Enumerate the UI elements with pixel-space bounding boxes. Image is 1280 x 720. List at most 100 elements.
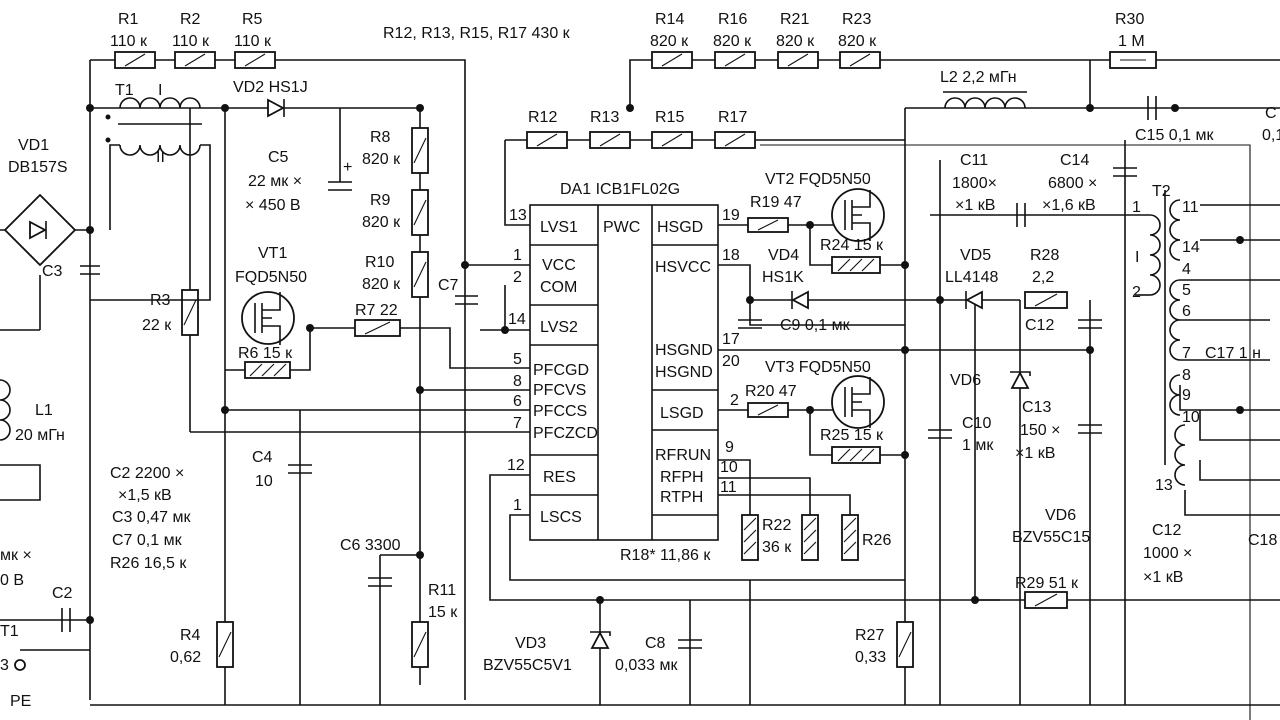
capacitor-c2	[61, 608, 71, 632]
capacitor-c9	[738, 319, 762, 329]
resistor-r4	[216, 621, 234, 668]
diode-vd3	[590, 631, 611, 649]
label-r17: R17	[718, 109, 747, 126]
label-pin8: 8	[513, 373, 522, 390]
label-t2-pin8: 8	[1182, 367, 1191, 384]
label-c3: C3	[42, 263, 63, 280]
label-mkx: мк ×	[0, 547, 32, 564]
label-pin13: 13	[509, 207, 527, 224]
label-pin5: 5	[513, 351, 522, 368]
svg-text:+: +	[343, 159, 352, 176]
mosfets	[241, 188, 885, 429]
capacitor-c4	[288, 464, 312, 474]
resistor-r28	[1024, 291, 1068, 309]
resistor-r29	[1024, 591, 1068, 609]
label-r1-value: 110 к	[110, 33, 148, 50]
label-r30-value: 1 М	[1118, 33, 1145, 50]
resistor-r27	[896, 621, 914, 668]
mosfet-vt2	[831, 188, 885, 242]
label-vt1-value: FQD5N50	[235, 269, 307, 286]
resistor-r12	[526, 131, 568, 149]
label-t1: T1	[115, 82, 134, 99]
label-r14-value: 820 к	[650, 33, 689, 50]
label-parts-c2-value: ×1,5 кВ	[118, 487, 172, 504]
resistor-r3	[181, 289, 199, 336]
resistor-r18	[741, 514, 759, 561]
label-pfccs: PFCCS	[533, 403, 587, 420]
resistor-r1	[114, 51, 156, 69]
label-t2-pin4: 4	[1182, 261, 1191, 278]
label-vd6b: VD6	[1045, 507, 1076, 524]
capacitor-c15	[1147, 96, 1157, 120]
resistor-r17	[714, 131, 756, 149]
label-vd4: VD4	[768, 247, 799, 264]
label-pin11: 11	[720, 479, 737, 496]
label-pfczcd: PFCZCD	[533, 425, 598, 442]
label-pin17: 17	[722, 331, 740, 348]
label-c11-value2: ×1 кВ	[955, 197, 995, 214]
inductor-l1	[0, 379, 11, 441]
label-pin12: 12	[507, 457, 525, 474]
diode-vd4	[791, 290, 809, 310]
label-r9: R9	[370, 192, 391, 209]
label-r4-value: 0,62	[170, 649, 201, 666]
resistor-r6	[244, 361, 291, 379]
label-r12: R12	[528, 109, 557, 126]
label-vd1-value: DB157S	[8, 159, 68, 176]
label-r11-value: 15 к	[428, 604, 458, 621]
label-t2-winding1: I	[1135, 249, 1139, 266]
capacitor-c6	[368, 577, 392, 587]
ic-da1	[529, 204, 719, 541]
diode-vd6a	[1010, 371, 1031, 389]
label-c18: C18	[1248, 532, 1277, 549]
label-vcc: VCC	[542, 257, 576, 274]
label-c7: C7	[438, 277, 459, 294]
resistor-r21	[777, 51, 819, 69]
label-c8-value: 0,033 мк	[615, 657, 678, 674]
label-vt2: VT2 FQD5N50	[765, 171, 871, 188]
label-c14-value1: 6800 ×	[1048, 175, 1097, 192]
label-c11-value1: 1800×	[952, 175, 997, 192]
bridge-vd1	[3, 193, 77, 267]
label-r4: R4	[180, 627, 201, 644]
label-r7: R7 22	[355, 302, 398, 319]
label-hsvcc: HSVCC	[655, 259, 711, 276]
label-r22: R22	[762, 517, 791, 534]
resistor-r20	[747, 402, 789, 418]
label-t1-winding1: I	[158, 82, 162, 99]
pe-terminal	[14, 659, 26, 671]
diodes	[3, 98, 1031, 649]
label-pin14: 14	[508, 311, 526, 328]
label-c15: C15 0,1 мк	[1135, 127, 1214, 144]
diode-vd5	[965, 290, 983, 310]
label-r29: R29 51 к	[1015, 575, 1079, 592]
label-c12b-value1: 1000 ×	[1143, 545, 1192, 562]
label-rfrun: RFRUN	[655, 447, 711, 464]
label-c6: C6 3300	[340, 537, 401, 554]
capacitor-c7	[455, 295, 478, 305]
label-t1-winding2: II	[156, 149, 165, 166]
capacitor-c5	[328, 108, 352, 191]
label-pfcvs: PFCVS	[533, 382, 586, 399]
label-r21-value: 820 к	[776, 33, 815, 50]
inductors	[0, 91, 1186, 486]
label-pin2b: 2	[730, 392, 739, 409]
label-r8: R8	[370, 129, 391, 146]
label-r19: R19 47	[750, 194, 802, 211]
label-r3-value: 22 к	[142, 317, 172, 334]
mosfet-vt1	[241, 291, 295, 345]
label-c5-value1: 22 мк ×	[248, 173, 302, 190]
label-vd3: VD3	[515, 635, 546, 652]
transformer-t2	[1135, 190, 1186, 486]
label-parts-c2: C2 2200 ×	[110, 465, 184, 482]
label-parts-c7: C7 0,1 мк	[112, 532, 183, 549]
label-t2-pin1: 1	[1132, 199, 1141, 216]
resistor-r10	[411, 251, 429, 298]
resistor-r11	[411, 621, 429, 668]
label-c12b-value2: ×1 кВ	[1143, 569, 1183, 586]
label-r21: R21	[780, 11, 809, 28]
label-vd2: VD2 HS1J	[233, 79, 308, 96]
label-parts-c3: C3 0,47 мк	[112, 509, 191, 526]
label-pin1b: 1	[513, 497, 522, 514]
